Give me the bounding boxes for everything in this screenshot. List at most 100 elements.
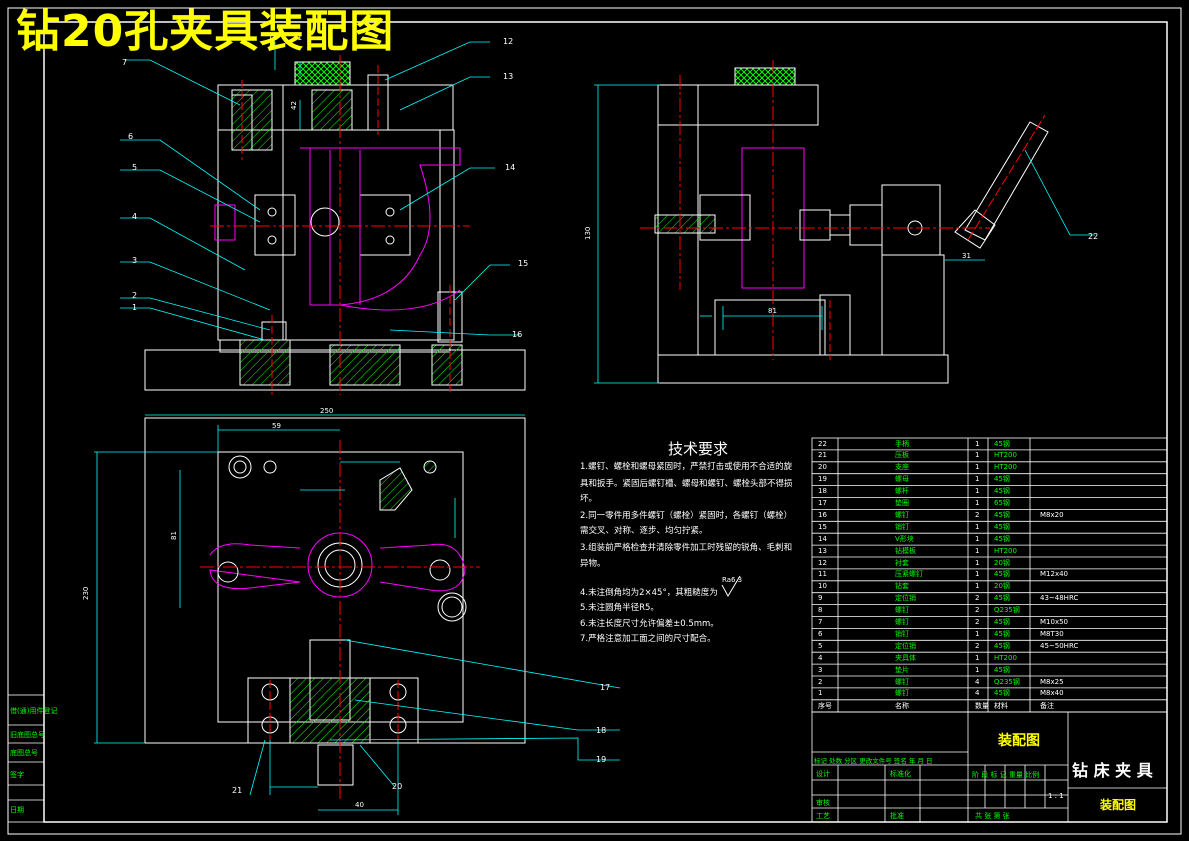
bom-cell-material: HT200 [994,546,1017,555]
tech-requirement-line: 5.未注圆角半径R5。 [580,603,659,613]
drawing-name: 装配图 [998,733,1040,749]
bom-cell-note: 45~50HRC [1040,641,1079,650]
side-label-1: 借(通)用件登记 [10,707,58,715]
plan-view [94,414,621,815]
bom-cell-material: Q235钢 [994,606,1020,615]
bom-cell-no: 7 [818,618,823,626]
bom-cell-name: 夹具体 [895,653,916,662]
bom-cell-qty: 1 [975,653,980,662]
bom-cell-note: M8x40 [1040,689,1064,698]
bom-cell-note: M8x25 [1040,677,1064,686]
bom-cell-name: 垫片 [895,665,909,674]
bom-cell-no: 19 [818,475,827,484]
part-number-label: 3 [132,256,137,265]
dim-81: 81 [170,531,178,540]
side-strip [7,694,45,823]
bom-cell-qty: 2 [975,510,980,519]
bom-cell-no: 12 [818,558,827,567]
part-number-label: 20 [392,782,402,791]
bom-cell-name: 螺钉 [895,606,909,615]
bom-cell-material: 20钢 [994,558,1010,567]
bom-cell-no: 10 [818,582,827,591]
part-number-label: 10 [268,33,278,42]
bom-header-name: 名称 [895,701,909,710]
part-number-label: 16 [512,330,522,339]
bom-header-qty: 数量 [975,701,989,710]
bom-cell-note: 43~48HRC [1040,594,1079,603]
part-number-label: 22 [1088,232,1098,241]
bom-cell-name: 压紧螺钉 [895,570,923,579]
scale-value: 1 : 1 [1048,792,1064,800]
part-number-label: 2 [132,291,137,300]
part-number-label: 6 [128,132,133,141]
bom-cell-qty: 1 [975,439,980,448]
bom-cell-name: 螺钉 [895,510,909,519]
row-label-design: 设计 [816,770,830,778]
dimension-labels: 250 59 230 81 40 130 81 31 42 Ra6.3 [82,101,971,809]
bom-cell-no: 3 [818,665,823,674]
row-label-standard: 标准化 [890,770,911,778]
bom-cell-name: 螺杆 [895,487,909,496]
tech-requirement-line: 具和扳手。紧固后螺钉槽、螺母和螺钉、螺栓头部不得损 [580,479,793,489]
side-label-3: 底图总号 [10,749,38,757]
bom-cell-name: V形块 [895,534,914,543]
dim-31: 31 [962,252,971,260]
part-number-label: 21 [232,786,242,795]
row-label-approve: 批准 [890,812,904,820]
part-number-label: 4 [132,212,137,221]
roughness-mark [721,575,741,598]
roughness-symbol: Ra6.3 [722,576,742,584]
bom-cell-material: 45钢 [994,522,1010,531]
bom-cell-material: 45钢 [994,629,1010,638]
bom-cell-name: 销钉 [895,522,909,531]
bom-cell-qty: 2 [975,641,980,650]
dim-250: 250 [320,407,333,415]
title-block-headers: 标记 处数 分区 更改文件号 签名 年 月 日 [814,757,933,765]
tech-requirement-line: 4.未注倒角均为2×45°，其粗糙度为 [580,588,718,598]
bom-cell-name: 销钉 [895,629,909,638]
bom-cell-material: HT200 [994,653,1017,662]
bom-cell-qty: 1 [975,522,980,531]
front-view [120,41,526,395]
bom-cell-no: 17 [818,499,827,507]
bom-cell-material: 45钢 [994,475,1010,484]
bom-cell-material: 45钢 [994,665,1010,674]
outer-frame [7,7,1182,835]
bom-cell-name: 螺钉 [895,618,909,626]
inner-frame [43,21,1168,823]
bom-cell-qty: 1 [975,463,980,472]
tech-requirement-line: 7.严格注意加工面之间的尺寸配合。 [580,634,716,644]
bom-cell-no: 4 [818,653,823,662]
tech-requirements-heading: 技术要求 [668,440,729,458]
bom-cell-name: 定位销 [895,641,916,650]
drawing-name-2: 装配图 [1100,798,1137,812]
bom-cell-qty: 4 [975,677,980,686]
part-number-label: 18 [596,726,606,735]
side-view [594,60,1095,384]
dim-81-side: 81 [768,307,777,315]
bom-cell-name: 手柄 [895,439,909,448]
bom-cell-no: 13 [818,546,827,555]
bom-cell-name: 压板 [895,451,909,460]
row-label-review: 审核 [816,799,830,807]
bom-cell-no: 9 [818,594,823,603]
bom-cell-no: 6 [818,629,823,638]
bom-cell-no: 8 [818,606,823,615]
bom-cell-name: 螺母 [895,475,909,484]
part-number-label: 13 [503,72,513,81]
bom-cell-qty: 1 [975,558,980,567]
row-label-process: 工艺 [816,812,830,820]
part-number-label: 14 [505,163,515,172]
bom-cell-qty: 1 [975,487,980,496]
bom-cell-qty: 1 [975,451,980,460]
tech-requirement-line: 需交叉、对称、逐步、均匀拧紧。 [580,526,708,536]
bom-cell-name: 支座 [895,463,909,472]
bom-cell-qty: 1 [975,665,980,674]
part-number-label: 11 [292,33,302,42]
bom-cell-no: 22 [818,439,827,448]
bom-cell-name: 定位销 [895,594,916,603]
bom-cell-material: 45钢 [994,594,1010,603]
dim-230: 230 [82,587,90,600]
bom-cell-material: 45钢 [994,439,1010,448]
